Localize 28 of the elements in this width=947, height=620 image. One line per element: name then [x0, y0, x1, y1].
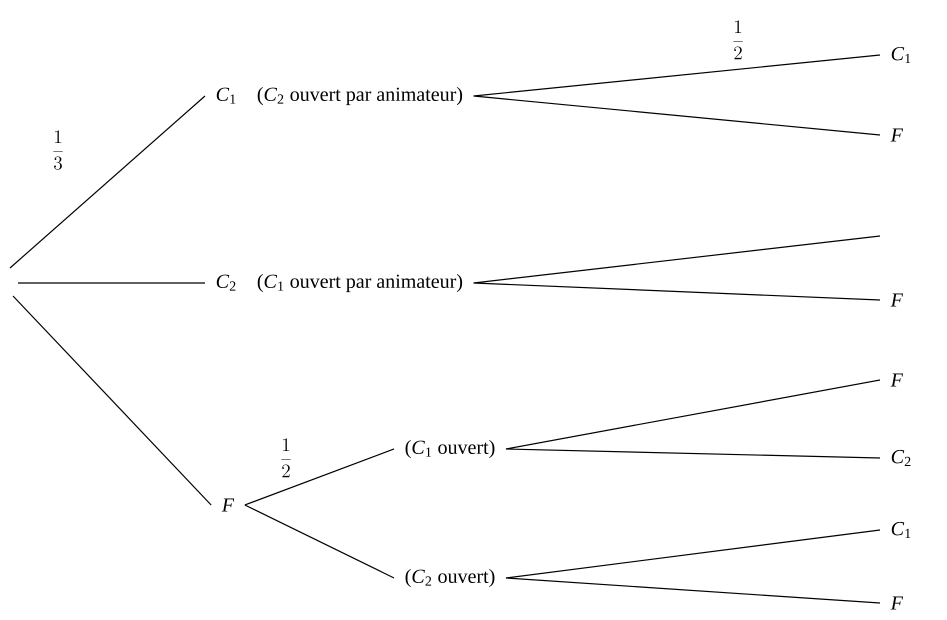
outcome-label: C$_{1}$ — [892, 46, 910, 64]
branch-line — [244, 504, 394, 579]
outcome-label: F — [890, 293, 904, 307]
branch-line — [506, 448, 880, 459]
outcome-label: C$_{2}$ — [892, 450, 910, 466]
outcome-label: C$_{1}$ — [892, 522, 910, 538]
probability-label: $\frac{1}{2}$ — [730, 19, 746, 61]
branch-line — [474, 95, 880, 136]
branch-line — [506, 577, 880, 604]
outcome-label: F — [222, 498, 234, 512]
outcome-label: C$_{1}$ (C$_{2}$ ouvert par animateur) — [216, 86, 462, 106]
outcome-label: F — [890, 128, 904, 142]
branch-line — [244, 448, 394, 506]
branch-line — [506, 379, 880, 450]
branch-line — [474, 282, 880, 301]
branch-line — [506, 529, 880, 579]
outcome-label: C$_{2}$ (C$_{1}$ ouvert par animateur) — [216, 274, 462, 292]
branch-line — [474, 235, 880, 284]
outcome-label: (C$_{2}$ ouvert) — [406, 568, 494, 588]
outcome-label: F — [890, 596, 904, 610]
branch-line — [474, 54, 880, 97]
outcome-label: F — [890, 373, 904, 387]
branch-line — [18, 282, 205, 284]
outcome-label: (C$_{1}$ ouvert) — [406, 440, 494, 458]
branch-line — [10, 96, 206, 268]
branch-line — [12, 296, 212, 506]
probability-label: $\frac{1}{3}$ — [50, 129, 66, 171]
probability-label: $\frac{1}{2}$ — [278, 437, 294, 479]
